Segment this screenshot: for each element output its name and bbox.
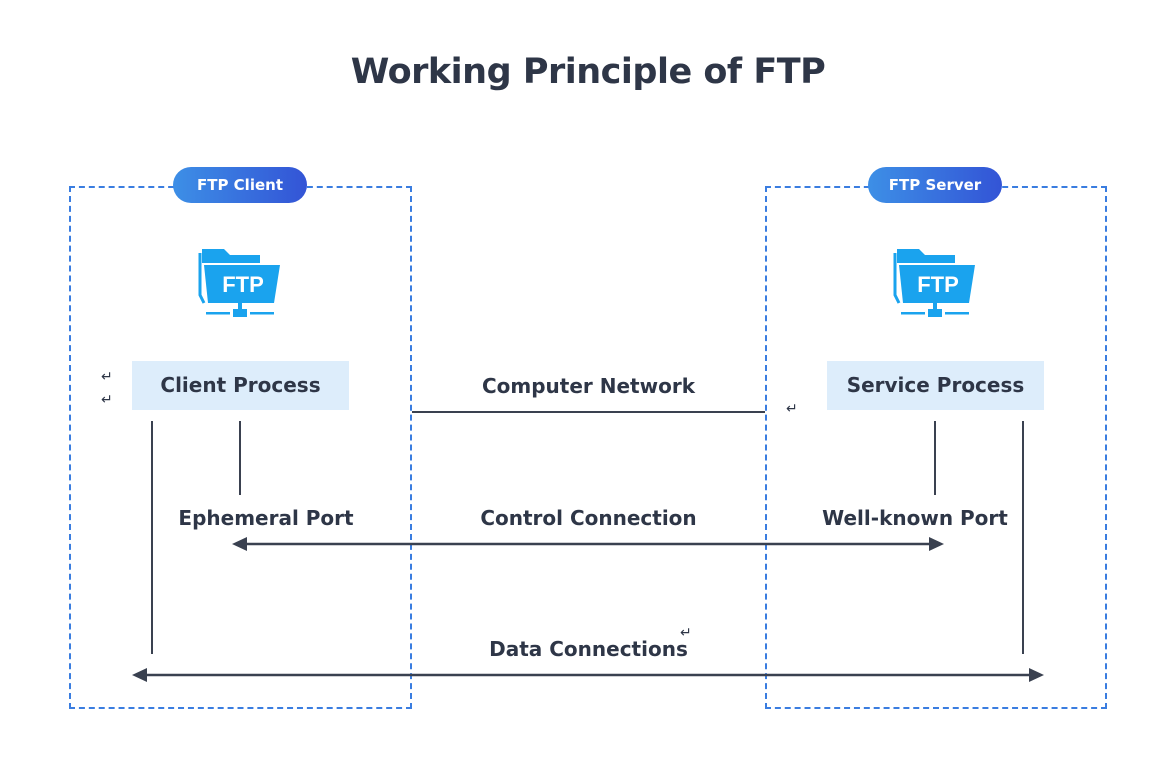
page-title: Working Principle of FTP bbox=[350, 52, 826, 92]
return-mark: ↵ bbox=[101, 369, 113, 385]
ftp-folder-icon: FTP bbox=[198, 249, 280, 317]
control-connection-label: Control Connection bbox=[480, 506, 697, 530]
data-connections-label: Data Connections bbox=[489, 637, 688, 661]
service-process-box: Service Process bbox=[827, 361, 1044, 410]
ephemeral-port-label: Ephemeral Port bbox=[178, 506, 354, 530]
arrow-head-right bbox=[1029, 668, 1044, 682]
ftp-folder-icon: FTP bbox=[893, 249, 975, 317]
return-mark: ↵ bbox=[786, 401, 798, 417]
arrow-head-right bbox=[929, 537, 944, 551]
ftp-icon-label: FTP bbox=[222, 272, 264, 297]
return-mark: ↵ bbox=[680, 625, 692, 641]
ftp-icon-label: FTP bbox=[917, 272, 959, 297]
client-data-vline bbox=[151, 421, 153, 654]
ftp-server-badge: FTP Server bbox=[868, 167, 1002, 203]
computer-network-label: Computer Network bbox=[481, 374, 695, 398]
return-mark: ↵ bbox=[101, 392, 113, 408]
server-control-vline bbox=[934, 421, 936, 495]
arrow-head-left bbox=[232, 537, 247, 551]
ftp-client-badge: FTP Client bbox=[173, 167, 307, 203]
client-process-box: Client Process bbox=[132, 361, 349, 410]
arrow-head-left bbox=[132, 668, 147, 682]
well-known-port-label: Well-known Port bbox=[822, 506, 1008, 530]
client-control-vline bbox=[239, 421, 241, 495]
server-data-vline bbox=[1022, 421, 1024, 654]
